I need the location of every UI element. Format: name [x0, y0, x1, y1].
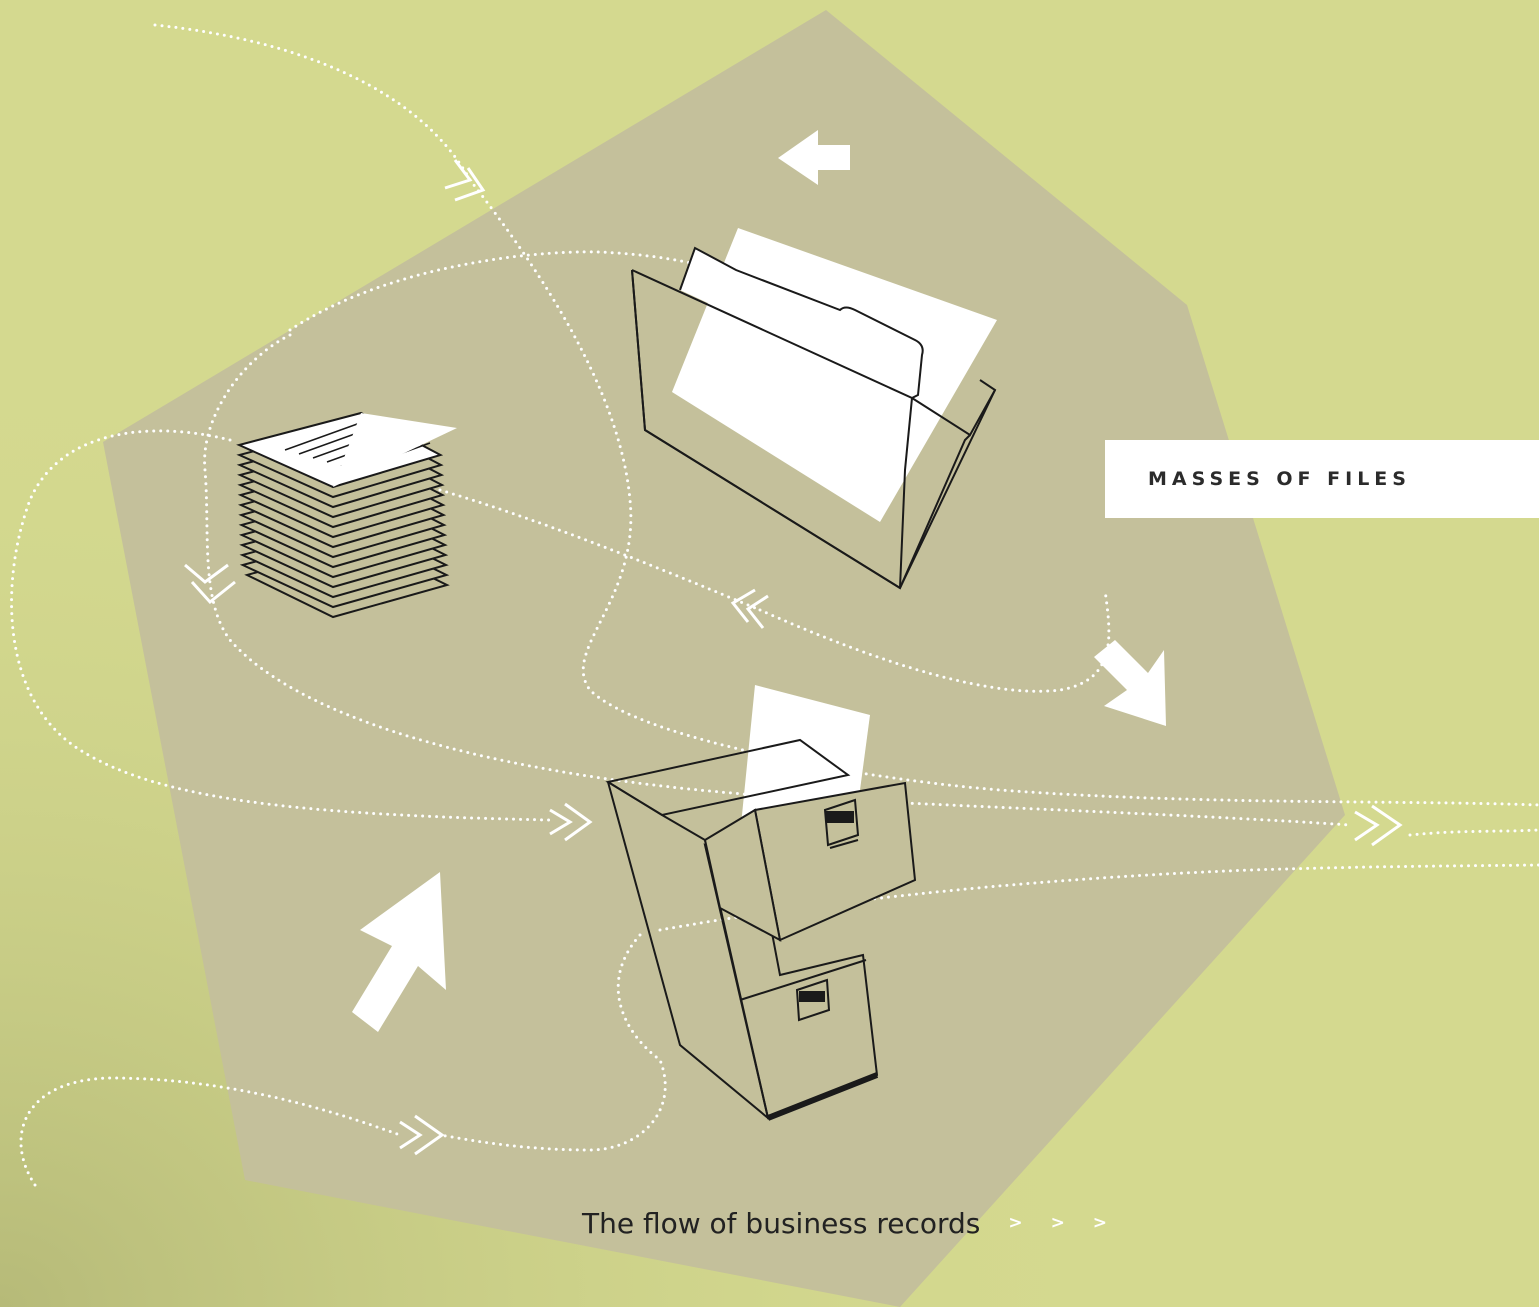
chevron-markers: [184, 159, 1403, 1156]
drawer-handle-slot: [829, 839, 859, 849]
filing-cabinet-icon: [605, 685, 917, 1121]
flow-path-left-loop: [10, 429, 552, 822]
chevron-right-icon: [1354, 804, 1403, 847]
flow-path-upper-loop: [288, 250, 772, 332]
chevron-right-icon: [549, 802, 593, 842]
folder-tab: [679, 246, 924, 399]
section-label-text: MASSES OF FILES: [1148, 468, 1411, 490]
section-label: MASSES OF FILES: [1105, 440, 1539, 518]
caption-arrows: > > >: [1008, 1213, 1118, 1233]
flow-path-right-out: [1408, 828, 1539, 837]
arrow-up-right-icon: [352, 872, 446, 1032]
chevron-down-icon: [184, 563, 236, 605]
chevron-left-icon: [730, 588, 769, 629]
chevron-down-icon: [444, 159, 486, 202]
lower-drawer-handle: [795, 978, 831, 1022]
caption: The flow of business records > > >: [582, 1203, 1118, 1243]
drawer-handle: [823, 798, 860, 847]
lower-drawer-top: [739, 959, 867, 1001]
paper-stack-icon: [236, 411, 457, 619]
cabinet-bottom-edge: [766, 1072, 879, 1121]
flow-paths: [10, 23, 1539, 1187]
flow-path-lower: [438, 933, 667, 1152]
folder-box-side: [631, 269, 971, 590]
drawer-handle-label: [826, 811, 854, 823]
backdrop-polygon: [103, 10, 1345, 1307]
flow-path-stack-to-folder: [438, 488, 762, 612]
file-folder-icon: [631, 228, 997, 590]
stack-text-line: [284, 422, 361, 451]
flow-path-mid: [203, 333, 1352, 827]
lower-drawer-handle-label: [799, 991, 825, 1002]
arrow-down-right-icon: [1094, 640, 1166, 726]
chevron-right-icon: [399, 1114, 445, 1156]
arrow-left-icon: [778, 130, 850, 185]
caption-text: The flow of business records: [582, 1206, 981, 1240]
drawer-side: [703, 808, 782, 942]
stack-top-highlight: [333, 413, 457, 487]
